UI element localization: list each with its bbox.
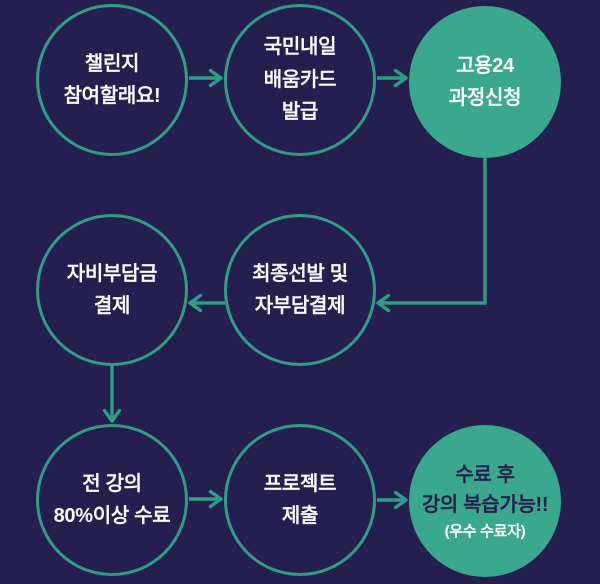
connector-apply-to-selection bbox=[376, 158, 487, 313]
node-self-payment-label: 자비부담금 결제 bbox=[39, 258, 185, 323]
node-course-review-label: 수료 후 강의 복습가능!! (우수 수료자) bbox=[409, 460, 561, 542]
node-text-line: 발급 bbox=[281, 101, 319, 124]
node-text-line: 수료 후 bbox=[455, 464, 515, 487]
node-project-submission-label: 프로젝트 제출 bbox=[227, 468, 373, 533]
node-text-line: 제출 bbox=[281, 505, 319, 527]
node-text-line: 과정신청 bbox=[448, 87, 522, 109]
node-text-line: 프로젝트 bbox=[263, 472, 337, 495]
node-self-payment: 자비부담금 결제 bbox=[36, 214, 188, 366]
node-learning-card-label: 국민내일 배움카드 발급 bbox=[227, 31, 373, 128]
node-employment24-apply-label: 고용24 과정신청 bbox=[409, 50, 561, 115]
node-course-review: 수료 후 강의 복습가능!! (우수 수료자) bbox=[409, 425, 561, 577]
node-learning-card: 국민내일 배움카드 발급 bbox=[224, 4, 376, 156]
node-project-submission: 프로젝트 제출 bbox=[224, 424, 376, 576]
node-text-line: 챌린지 bbox=[84, 52, 140, 75]
node-text-line: 최종선발 및 bbox=[252, 262, 348, 285]
node-lecture-completion-label: 전 강의 80%이상 수료 bbox=[39, 468, 185, 533]
node-text-line: 80%이상 수료 bbox=[53, 505, 171, 527]
node-text-line: 배움카드 bbox=[263, 68, 337, 91]
node-text-line: 고용24 bbox=[456, 54, 514, 77]
node-text-line: 결제 bbox=[93, 295, 131, 317]
node-lecture-completion: 전 강의 80%이상 수료 bbox=[36, 424, 188, 576]
node-text-line: 자부담결제 bbox=[254, 295, 346, 317]
node-employment24-apply: 고용24 과정신청 bbox=[409, 6, 561, 158]
node-challenge-join-label: 챌린지 참여할래요! bbox=[39, 48, 185, 113]
node-text-note: (우수 수료자) bbox=[444, 523, 526, 541]
node-text-line: 국민내일 bbox=[263, 36, 337, 59]
node-final-selection-label: 최종선발 및 자부담결제 bbox=[227, 258, 373, 323]
node-challenge-join: 챌린지 참여할래요! bbox=[36, 4, 188, 156]
node-text-line: 전 강의 bbox=[82, 472, 142, 495]
node-final-selection: 최종선발 및 자부담결제 bbox=[224, 214, 376, 366]
node-text-line: 참여할래요! bbox=[63, 85, 161, 107]
node-text-line: 강의 복습가능!! bbox=[421, 494, 549, 517]
node-text-line: 자비부담금 bbox=[66, 262, 158, 285]
